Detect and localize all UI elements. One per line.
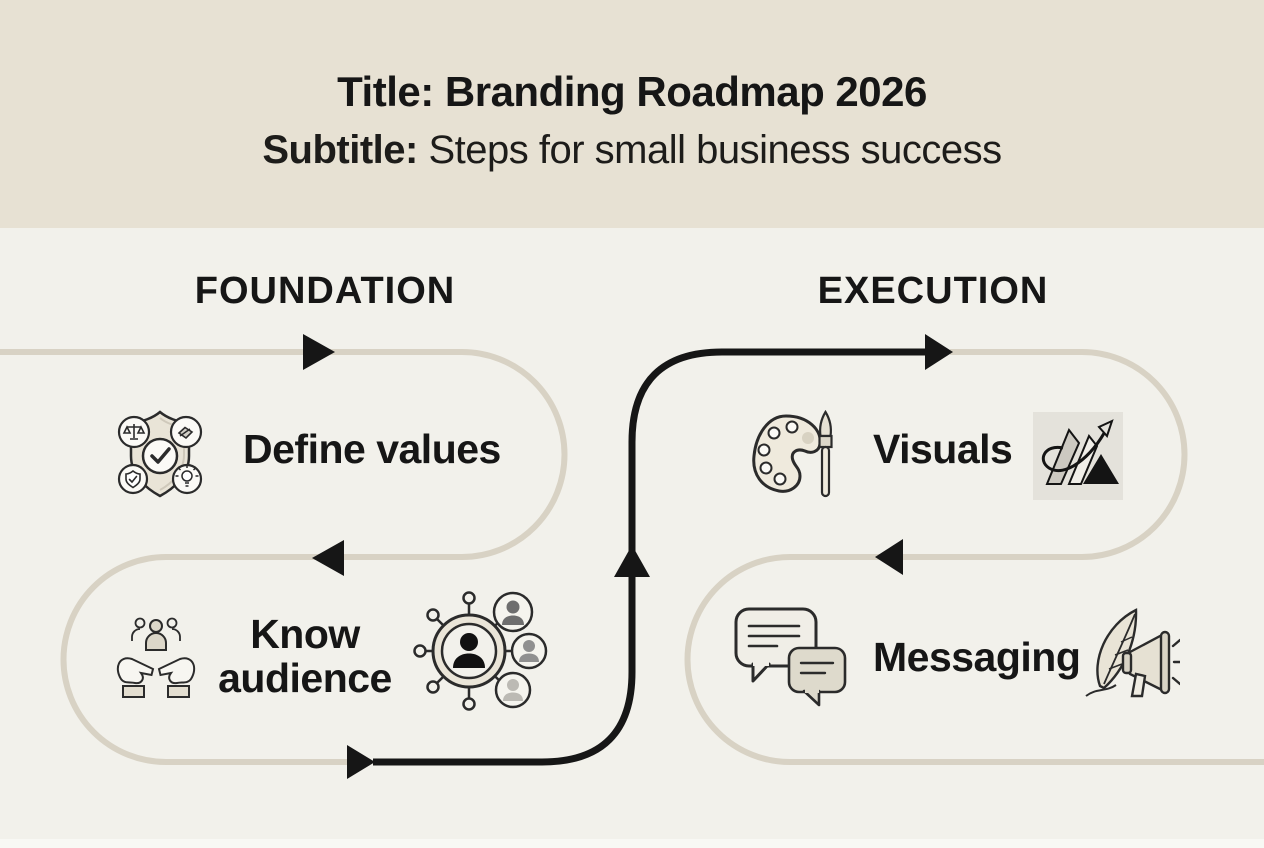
avatar-right	[510, 632, 548, 670]
section-label-foundation: FOUNDATION	[194, 270, 456, 312]
feather-glyph	[1085, 608, 1138, 697]
header-band: Title: Branding Roadmap 2026 Subtitle: S…	[0, 0, 1264, 228]
left-hand-glyph	[116, 657, 155, 698]
arrow-right-execution-icon	[925, 334, 953, 370]
step-label-define-values: Define values	[243, 426, 501, 472]
right-hand-glyph	[157, 657, 196, 698]
chat-bubble-small	[787, 646, 847, 707]
scales-glyph	[122, 424, 146, 440]
logo-arrowhead	[1097, 419, 1114, 438]
page-subtitle: Subtitle: Steps for small business succe…	[0, 128, 1264, 173]
avatar-top-right	[492, 591, 534, 633]
hands-people-icon	[116, 617, 196, 698]
feather-megaphone-icon	[1085, 608, 1180, 698]
step-label-visuals: Visuals	[873, 426, 1013, 472]
page-title: Title: Branding Roadmap 2026	[0, 68, 1264, 116]
logo-peak-solid	[1083, 454, 1119, 484]
bottom-edge-strip	[0, 839, 1264, 848]
step-label-messaging: Messaging	[873, 634, 1081, 680]
brand-logo-icon	[1033, 412, 1123, 500]
arrow-right-foundation-icon	[303, 334, 335, 370]
handshake-glyph	[177, 426, 194, 440]
shield-values-icon	[117, 410, 203, 498]
section-label-execution: EXECUTION	[817, 270, 1049, 312]
chat-bubbles-icon	[734, 607, 847, 707]
subtitle-text: Steps for small business success	[428, 128, 1002, 172]
lightbulb-glyph	[175, 465, 199, 487]
arrow-left-execution-icon	[875, 539, 903, 575]
arrow-left-foundation-icon	[312, 540, 344, 576]
paintbrush-glyph	[818, 409, 833, 498]
arrow-up-middle-icon	[614, 545, 650, 577]
arrow-right-transition-icon	[347, 745, 375, 779]
step-label-know-audience: Know audience	[185, 612, 425, 700]
central-person-glyph	[453, 633, 485, 668]
title-label: Title:	[337, 68, 434, 115]
logo-swoosh-arrow	[1041, 427, 1109, 473]
title-text: Branding Roadmap 2026	[444, 68, 927, 115]
people-group-glyph	[131, 617, 181, 651]
know-audience-line2: audience	[218, 655, 392, 701]
know-audience-line1: Know	[250, 611, 360, 657]
megaphone-glyph	[1121, 630, 1180, 698]
mini-shield-glyph	[125, 469, 141, 489]
audience-network-icon	[413, 591, 548, 711]
execution-road-line	[684, 349, 1264, 765]
avatar-bottom-right	[494, 671, 532, 709]
subtitle-label: Subtitle:	[262, 128, 418, 172]
palette-brush-icon	[752, 409, 833, 498]
